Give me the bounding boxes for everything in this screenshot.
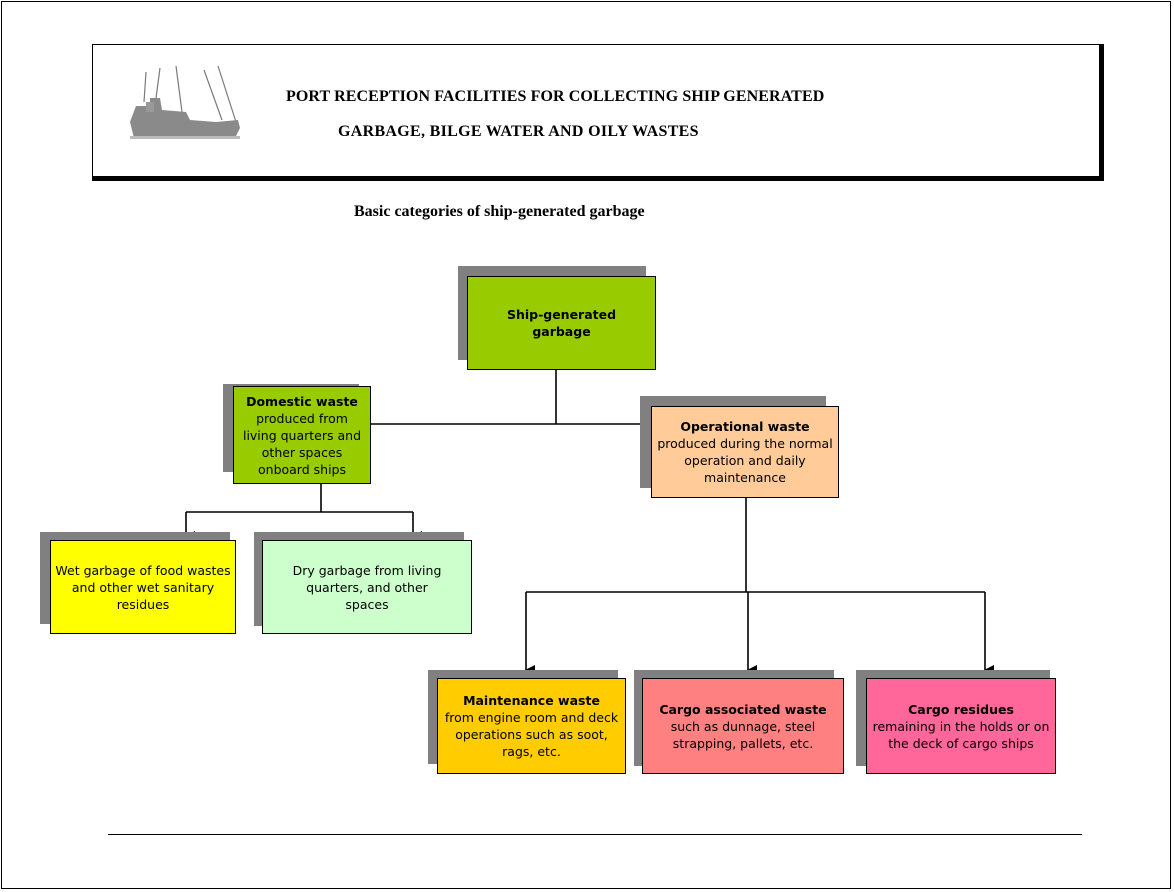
node-cargo-residues: Cargo residues remaining in the holds or… [866,678,1056,774]
bottom-rule [108,834,1082,835]
node-text: Wet garbage of food wastes and other wet… [55,562,231,612]
node-text: remaining in the holds or on the deck of… [872,718,1050,751]
node-wet-garbage: Wet garbage of food wastes and other wet… [50,540,236,634]
node-ship-generated-garbage: Ship-generated garbage [467,276,656,370]
node-domestic-waste: Domestic waste produced from living quar… [233,386,371,484]
node-text: Dry garbage from living quarters, and ot… [292,562,442,612]
header-box [92,44,1104,181]
node-title: Ship-generated garbage [506,307,617,339]
ship-crane-icon [130,65,240,139]
header-title-line1: PORT RECEPTION FACILITIES FOR COLLECTING… [286,88,825,105]
node-title: Operational waste [680,419,810,434]
node-operational-waste: Operational waste produced during the no… [651,406,839,498]
node-text: from engine room and deck operations suc… [444,710,619,759]
node-text: produced from living quarters and other … [242,410,362,477]
node-title: Maintenance waste [463,693,600,708]
header-title-line2: GARBAGE, BILGE WATER AND OILY WASTES [338,123,699,140]
node-title: Domestic waste [246,393,358,409]
diagram-subtitle: Basic categories of ship-generated garba… [354,203,645,220]
node-text: produced during the normal operation and… [657,436,833,485]
node-text: such as dunnage, steel strapping, pallet… [670,718,816,751]
node-maintenance-waste: Maintenance waste from engine room and d… [437,678,626,774]
node-title: Cargo associated waste [659,701,827,717]
node-cargo-associated-waste: Cargo associated waste such as dunnage, … [642,678,844,774]
node-title: Cargo residues [908,701,1014,717]
node-dry-garbage: Dry garbage from living quarters, and ot… [262,540,472,634]
